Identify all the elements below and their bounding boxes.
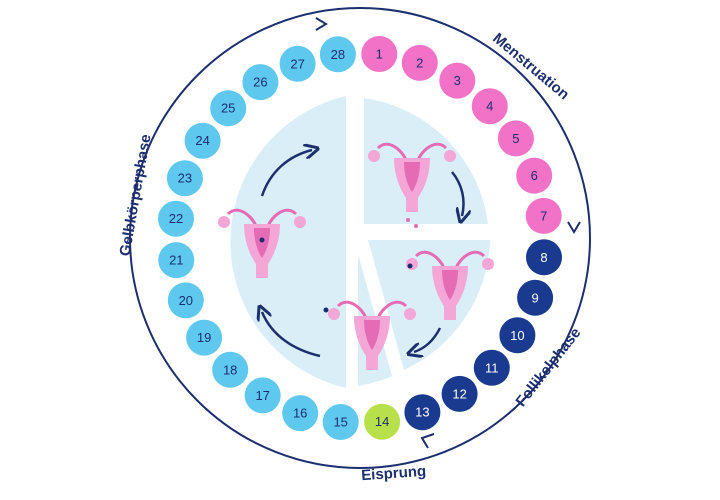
day-label-4: 4 — [486, 99, 493, 114]
day-label-12: 12 — [452, 386, 466, 401]
day-label-22: 22 — [169, 211, 183, 226]
uterus-menstruating-icon — [366, 142, 458, 228]
day-circle-8 — [526, 239, 562, 276]
day-label-25: 25 — [221, 101, 235, 116]
day-circle-5 — [497, 120, 534, 157]
day-circle-24 — [184, 122, 221, 159]
phase-label-ovulation: Eisprung — [361, 463, 427, 484]
day-circle-2 — [401, 44, 438, 81]
day-label-19: 19 — [197, 330, 211, 345]
arrow-bottom-right-icon — [414, 327, 442, 352]
arrow-top-left-icon — [260, 150, 312, 197]
ring-arrow-right-icon — [567, 221, 581, 234]
day-circle-10 — [499, 317, 536, 354]
day-label-27: 27 — [290, 56, 304, 71]
day-circle-26 — [242, 64, 279, 101]
day-circle-6 — [516, 157, 553, 194]
day-label-17: 17 — [255, 388, 269, 403]
day-label-18: 18 — [223, 362, 237, 377]
phase-label-luteal: Gelbkörperphase — [116, 133, 154, 257]
day-label-26: 26 — [253, 75, 267, 90]
day-circle-16 — [282, 395, 319, 432]
day-circle-11 — [473, 349, 510, 386]
ring-arrow-top-icon — [315, 17, 328, 31]
day-label-16: 16 — [293, 406, 307, 421]
day-label-9: 9 — [531, 290, 538, 305]
day-circle-18 — [212, 351, 249, 388]
day-circle-1 — [361, 36, 398, 72]
day-label-2: 2 — [416, 55, 423, 70]
outer-cycle-ring — [129, 7, 591, 469]
day-label-15: 15 — [333, 415, 347, 430]
day-label-14: 14 — [375, 414, 389, 429]
day-label-13: 13 — [415, 405, 429, 420]
day-circle-12 — [441, 375, 478, 412]
day-label-6: 6 — [531, 168, 538, 183]
day-circle-13 — [404, 394, 441, 431]
day-label-21: 21 — [169, 253, 183, 268]
cycle-arrows — [262, 150, 464, 356]
day-circle-21 — [158, 242, 195, 279]
uterus-luteal-icon — [216, 208, 308, 280]
day-circle-19 — [186, 319, 223, 356]
day-circles: 1234567891011121314151617181920212223242… — [158, 36, 562, 440]
day-circle-25 — [210, 90, 247, 127]
arrow-top-right-icon — [451, 171, 464, 216]
day-label-24: 24 — [195, 133, 209, 148]
day-label-11: 11 — [485, 360, 499, 375]
arrow-bottom-left-icon — [262, 312, 321, 358]
day-circle-23 — [166, 160, 203, 197]
day-circle-7 — [525, 197, 562, 234]
ring-arrow-bottom-icon — [420, 433, 435, 449]
day-circle-27 — [279, 45, 316, 82]
uterus-ovulation-icon — [323, 300, 418, 372]
day-label-1: 1 — [376, 47, 383, 62]
day-circle-20 — [167, 282, 204, 319]
day-circle-4 — [471, 88, 508, 125]
day-circle-9 — [517, 279, 554, 316]
day-circle-28 — [319, 36, 356, 73]
day-circle-15 — [322, 404, 359, 440]
day-circle-3 — [439, 62, 476, 99]
day-label-20: 20 — [179, 293, 193, 308]
day-circle-22 — [158, 200, 194, 237]
day-circle-17 — [244, 377, 281, 414]
day-label-8: 8 — [540, 250, 547, 265]
day-label-23: 23 — [178, 171, 192, 186]
day-label-3: 3 — [454, 73, 461, 88]
day-label-5: 5 — [512, 131, 519, 146]
day-label-28: 28 — [331, 47, 345, 62]
day-label-7: 7 — [540, 208, 547, 223]
day-label-10: 10 — [510, 328, 524, 343]
day-circle-14 — [364, 403, 401, 440]
phase-label-menstruation: Menstruation — [489, 30, 572, 104]
uterus-follicle-icon — [404, 250, 496, 322]
